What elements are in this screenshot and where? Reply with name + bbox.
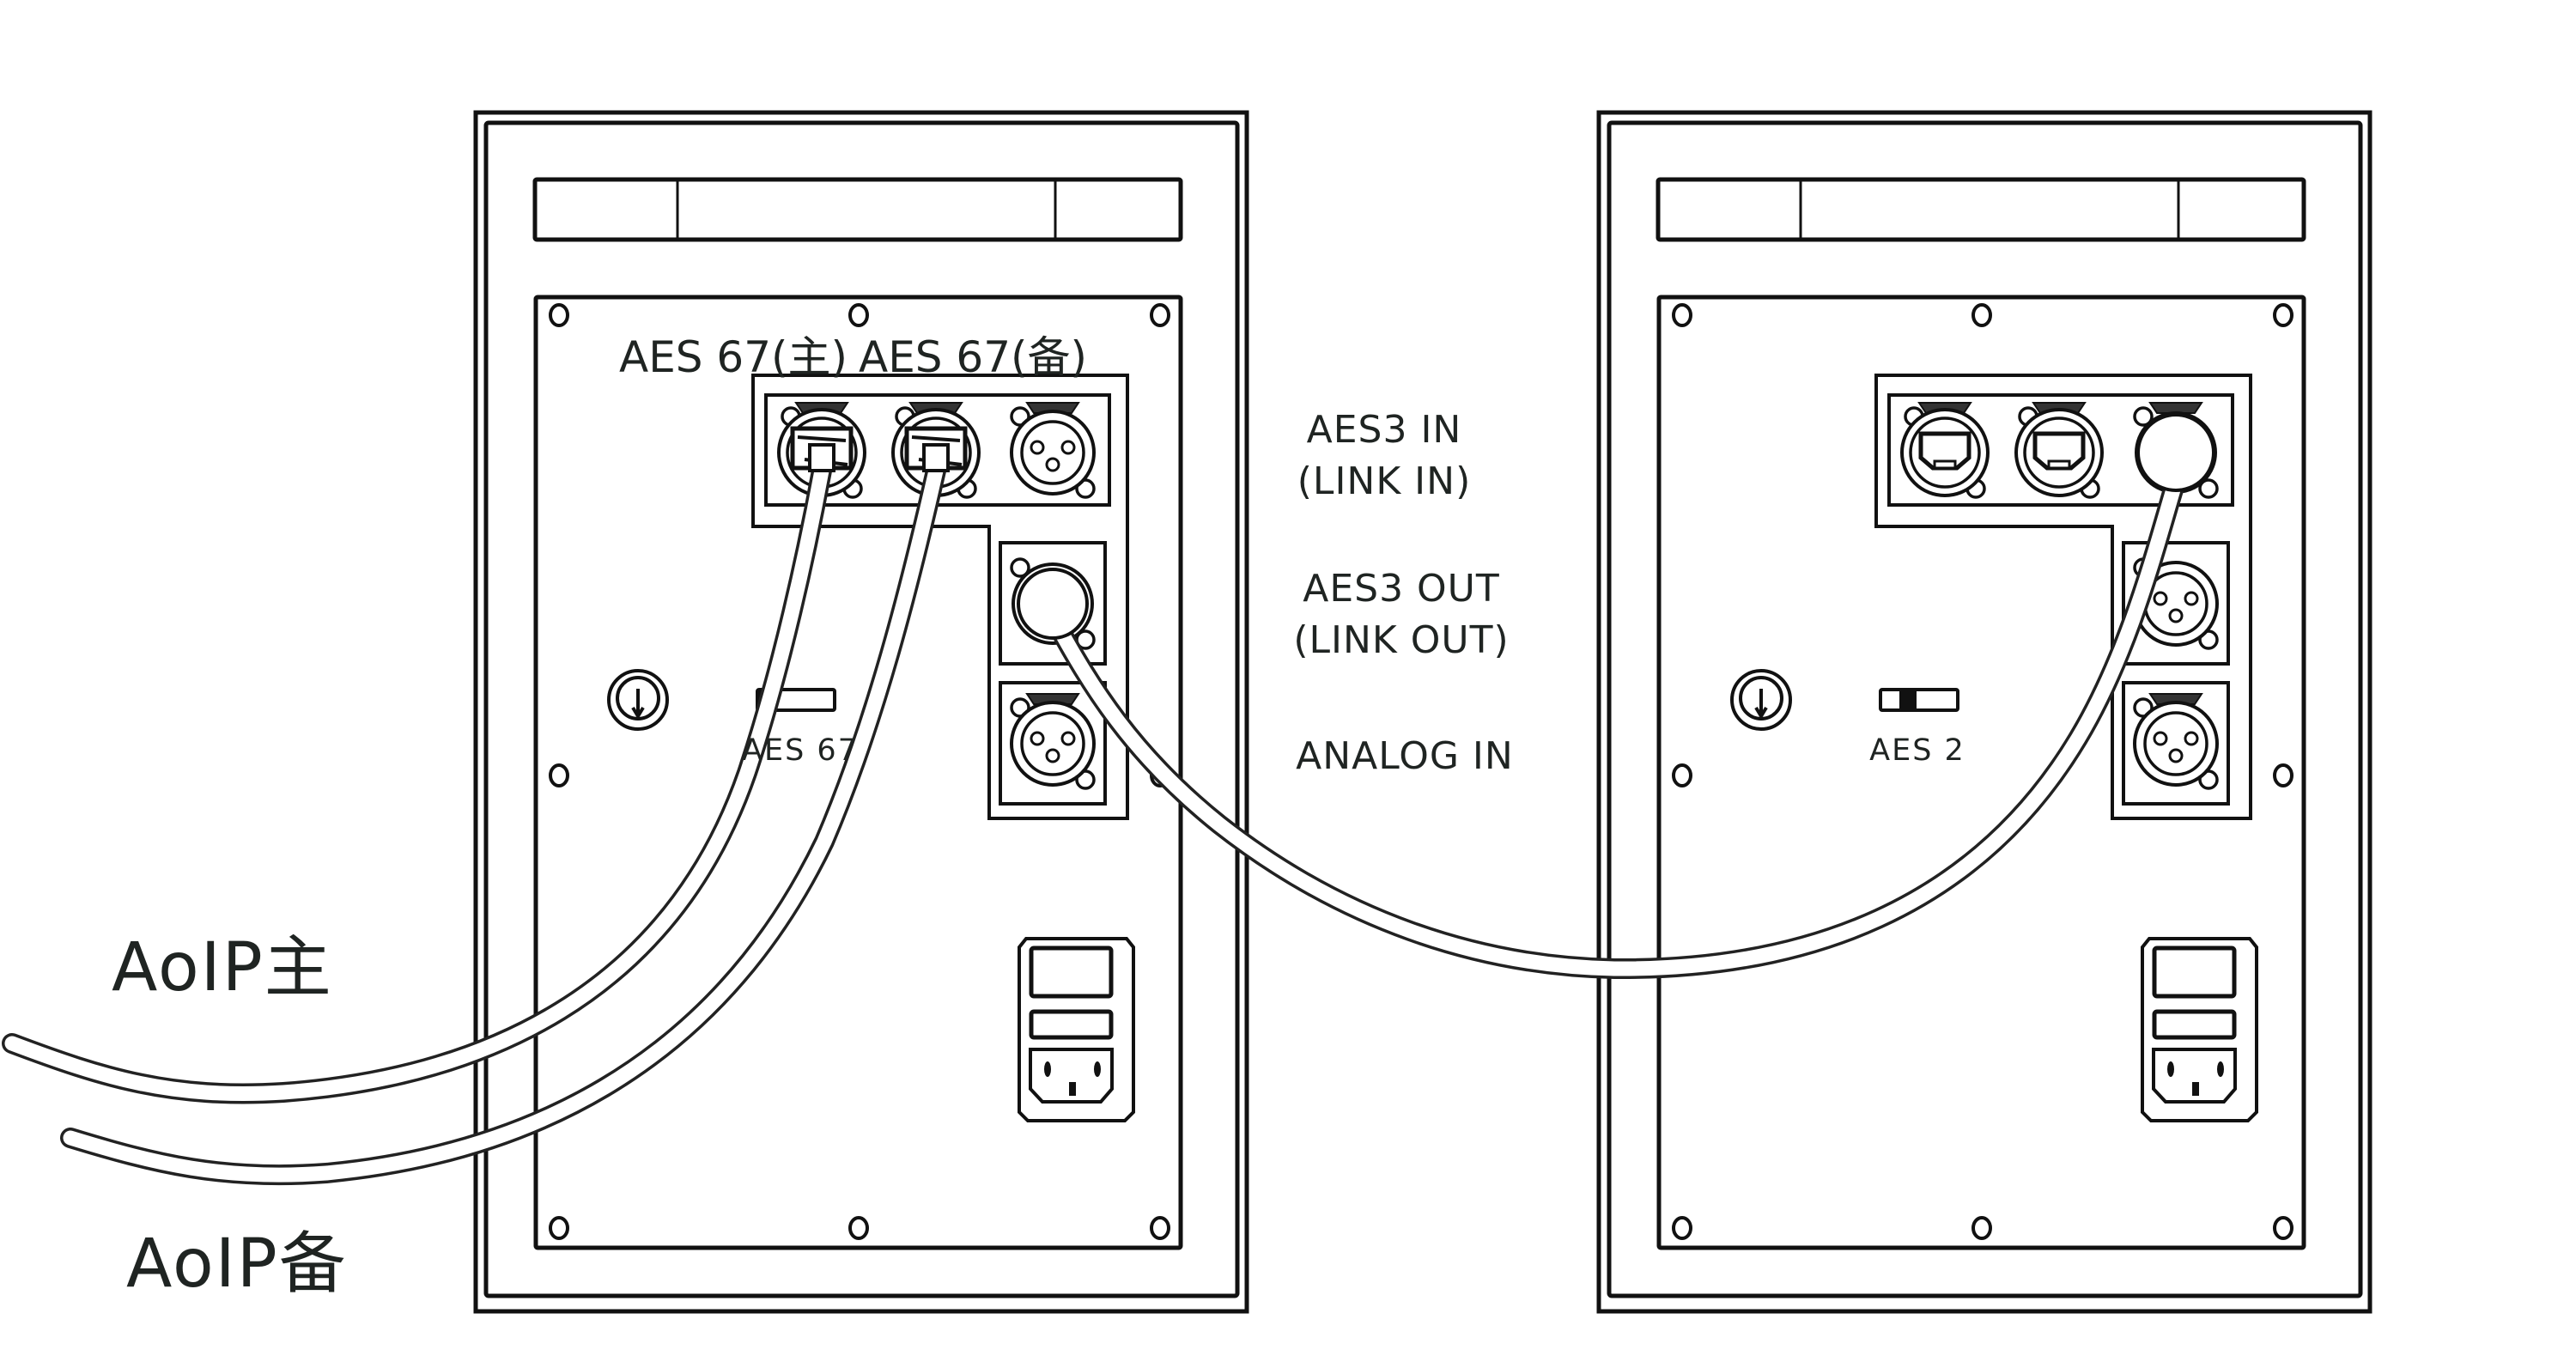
ethercon-connector bbox=[1900, 402, 1990, 499]
cable-body bbox=[63, 463, 944, 1183]
iec-pin bbox=[2217, 1061, 2224, 1077]
rj45-socket-icon bbox=[1918, 431, 1971, 471]
rj45-boot bbox=[808, 443, 835, 472]
label-analog-in: ANALOG IN bbox=[1296, 734, 1514, 778]
power-switch-icon bbox=[2152, 945, 2237, 999]
left-switch-label: AES 67 bbox=[742, 733, 859, 768]
screw-icon bbox=[1150, 303, 1170, 327]
screw-icon bbox=[1971, 303, 1992, 327]
label-link-in: (LINK IN) bbox=[1297, 459, 1471, 503]
screw-icon bbox=[1672, 303, 1692, 327]
label-aoip-backup: AoIP备 bbox=[126, 1225, 348, 1303]
xlr-pin bbox=[1045, 457, 1060, 472]
handle-bar bbox=[1656, 177, 2306, 242]
iec-socket-icon bbox=[2152, 1048, 2237, 1104]
screw-icon bbox=[1672, 763, 1692, 787]
left-speaker bbox=[473, 110, 1249, 1314]
label-aes67-primary: AES 67(主) bbox=[619, 332, 848, 382]
xlr-pin bbox=[1045, 748, 1060, 763]
cable-aoip-primary bbox=[2, 460, 832, 1104]
xlr-connector bbox=[1010, 402, 1096, 499]
ethercon-connector bbox=[2014, 402, 2104, 499]
knob-pointer bbox=[1754, 689, 1768, 720]
handle-bar bbox=[532, 177, 1183, 242]
rj45-socket-key bbox=[2047, 459, 2071, 470]
power-switch-icon bbox=[1029, 945, 1114, 999]
fuse-holder-icon bbox=[1029, 1009, 1114, 1040]
label-link-out: (LINK OUT) bbox=[1293, 618, 1509, 662]
label-aes3-in: AES3 IN bbox=[1307, 408, 1462, 452]
power-inlet bbox=[1018, 937, 1135, 1122]
screw-icon bbox=[1150, 1216, 1170, 1240]
xlr-plug-head-out bbox=[1017, 568, 1089, 640]
iec-socket-icon bbox=[1029, 1048, 1114, 1104]
xlr-pin bbox=[1060, 731, 1076, 746]
power-inlet bbox=[2141, 937, 2258, 1122]
cable-body bbox=[4, 463, 829, 1101]
xlr-pin bbox=[2168, 748, 2184, 763]
xlr-connector bbox=[2133, 693, 2219, 790]
xlr-pin bbox=[2184, 591, 2199, 606]
screw-icon bbox=[1672, 1216, 1692, 1240]
xlr-pin bbox=[2168, 608, 2184, 623]
xlr-pin bbox=[2184, 731, 2199, 746]
screw-icon bbox=[1971, 1216, 1992, 1240]
connector-ring-inner bbox=[2143, 711, 2208, 776]
cable-link bbox=[1042, 471, 2186, 980]
screw-icon bbox=[549, 303, 569, 327]
label-aes67-backup: AES 67(备) bbox=[859, 332, 1087, 382]
mount-hole bbox=[1010, 557, 1030, 578]
right-switch-label: AES 2 bbox=[1869, 733, 1965, 768]
xlr-pin bbox=[1030, 440, 1045, 455]
latch-tab bbox=[1025, 402, 1080, 414]
xlr-pin bbox=[1060, 440, 1076, 455]
iec-pin bbox=[1069, 1082, 1076, 1096]
xlr-pin bbox=[2153, 731, 2168, 746]
connector-ring-inner bbox=[1020, 711, 1085, 776]
cabinet-inner bbox=[1607, 120, 2363, 1298]
screw-icon bbox=[2273, 303, 2293, 327]
label-aes3-out: AES3 OUT bbox=[1303, 567, 1500, 611]
knob-pointer bbox=[631, 689, 645, 720]
latch-tab bbox=[2148, 402, 2203, 414]
connector-ring-inner bbox=[1020, 420, 1085, 485]
screw-icon bbox=[2273, 763, 2293, 787]
iec-pin bbox=[1044, 1061, 1051, 1077]
screw-icon bbox=[549, 1216, 569, 1240]
cable-body bbox=[1045, 473, 2184, 976]
iec-pin bbox=[2192, 1082, 2199, 1096]
label-aoip-primary: AoIP主 bbox=[112, 929, 333, 1006]
xlr-pin bbox=[1030, 731, 1045, 746]
switch-slider bbox=[1899, 690, 1917, 710]
screw-icon bbox=[848, 303, 869, 327]
switch-body bbox=[1879, 688, 1959, 712]
latch-tab bbox=[1025, 693, 1080, 705]
latch-tab bbox=[2148, 693, 2203, 705]
screw-icon bbox=[848, 1216, 869, 1240]
mode-switch bbox=[1879, 688, 1959, 712]
rj45-boot bbox=[922, 443, 950, 472]
screw-icon bbox=[2273, 1216, 2293, 1240]
cabinet-inner bbox=[483, 120, 1240, 1298]
cable-aoip-backup bbox=[60, 460, 946, 1186]
right-speaker bbox=[1596, 110, 2372, 1314]
screw-icon bbox=[549, 763, 569, 787]
xlr-plug-head-in bbox=[2136, 413, 2215, 492]
iec-pin bbox=[1094, 1061, 1101, 1077]
xlr-pin bbox=[2153, 591, 2168, 606]
xlr-connector bbox=[1010, 693, 1096, 790]
rj45-socket-icon bbox=[2032, 431, 2086, 471]
rj45-socket-key bbox=[1933, 459, 1957, 470]
mount-hole bbox=[2133, 406, 2154, 427]
fuse-holder-icon bbox=[2152, 1009, 2237, 1040]
iec-pin bbox=[2167, 1061, 2174, 1077]
mount-hole bbox=[2198, 478, 2219, 499]
